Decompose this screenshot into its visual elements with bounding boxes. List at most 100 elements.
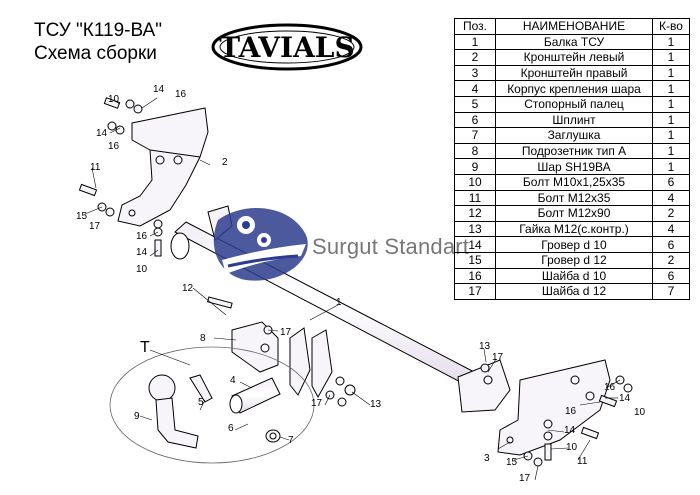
- callout-3: 3: [484, 453, 490, 464]
- callout-12: 12: [182, 283, 194, 294]
- cell-qty: 6: [652, 267, 690, 285]
- surgut-standart-watermark-logo: [213, 208, 308, 281]
- cell-qty: 1: [652, 95, 690, 113]
- callout-15: 15: [506, 457, 518, 468]
- cell-name: Болт М12х90: [495, 205, 653, 222]
- callout-10: 10: [566, 442, 578, 453]
- cell-pos: 1: [454, 33, 496, 51]
- cell-name: Гайка М12(с.контр.): [495, 220, 653, 238]
- cell-pos: 7: [454, 127, 496, 144]
- cell-qty: 2: [652, 251, 690, 269]
- cell-qty: 6: [652, 173, 690, 191]
- cell-pos: 10: [454, 173, 496, 191]
- cell-pos: 17: [454, 283, 496, 300]
- cell-pos: 6: [454, 111, 496, 129]
- callout-11: 11: [577, 456, 588, 467]
- tavials-logo: TAVIALS: [211, 23, 363, 71]
- callout-8: 8: [200, 333, 206, 344]
- cell-qty: 1: [652, 127, 690, 144]
- cell-pos: 15: [454, 251, 496, 269]
- callout-14: 14: [153, 84, 165, 95]
- callout-14: 14: [564, 425, 576, 436]
- watermark-text: Surgut Standart: [312, 234, 470, 259]
- callout-7: 7: [288, 435, 294, 446]
- cell-qty: 1: [652, 158, 690, 175]
- callout-10: 10: [634, 407, 646, 418]
- callout-9: 9: [134, 411, 140, 422]
- cell-qty: 1: [652, 64, 690, 82]
- cell-qty: 4: [652, 189, 690, 207]
- callout-T: T: [140, 339, 150, 356]
- cell-pos: 4: [454, 80, 496, 97]
- cell-qty: 1: [652, 142, 690, 160]
- col-header-qty: К-во: [652, 18, 690, 35]
- cell-name: Болт М12х35: [495, 189, 653, 207]
- callout-14: 14: [619, 393, 631, 404]
- col-header-name: НАИМЕНОВАНИЕ: [495, 18, 653, 35]
- callout-17: 17: [519, 473, 531, 484]
- cell-name: Шайба d 12: [495, 283, 653, 300]
- callout-13: 13: [479, 341, 491, 352]
- socket-plate: [231, 321, 279, 373]
- callout-16: 16: [565, 406, 577, 417]
- callout-6: 6: [228, 423, 234, 434]
- cell-name: Балка ТСУ: [495, 33, 653, 51]
- cell-pos: 14: [454, 236, 496, 253]
- logo-text: TAVIALS: [219, 31, 354, 64]
- cell-name: Кронштейн правый: [495, 64, 653, 82]
- cell-name: Шайба d 10: [495, 267, 653, 285]
- cell-pos: 13: [454, 220, 496, 238]
- fasteners: [78, 97, 633, 467]
- cell-pos: 9: [454, 158, 496, 175]
- cell-name: Стопорный палец: [495, 95, 653, 113]
- callout-15: 15: [76, 211, 88, 222]
- cell-pos: 12: [454, 205, 496, 222]
- right-bracket: [497, 359, 611, 456]
- tow-ball: [148, 374, 199, 449]
- cell-name: Подрозетник тип А: [495, 142, 653, 160]
- callout-16: 16: [175, 89, 187, 100]
- callout-16: 16: [136, 231, 148, 242]
- callout-1: 1: [336, 297, 342, 308]
- callout-2: 2: [222, 157, 228, 168]
- callout-17: 17: [311, 398, 323, 409]
- callout-17: 17: [89, 221, 101, 232]
- cell-qty: 4: [652, 220, 690, 238]
- cell-name: Корпус крепления шара: [495, 80, 653, 97]
- cap: [265, 429, 281, 443]
- page-title: ТСУ "К119-ВА": [34, 20, 162, 41]
- cell-name: Болт М10х1,25х35: [495, 173, 653, 191]
- callout-16: 16: [108, 141, 120, 152]
- page-subtitle: Схема сборки: [34, 43, 157, 64]
- cell-qty: 1: [652, 49, 690, 66]
- callout-16: 16: [604, 382, 616, 393]
- callout-10: 10: [108, 94, 120, 105]
- cell-pos: 16: [454, 267, 496, 285]
- cell-qty: 1: [652, 80, 690, 97]
- cell-pos: 2: [454, 49, 496, 66]
- cell-pos: 5: [454, 95, 496, 113]
- ball-assembly-outline: [109, 346, 315, 464]
- cell-name: Шар SH19ВА: [495, 158, 653, 175]
- cell-name: Гровер d 12: [495, 251, 653, 269]
- callout-17: 17: [280, 327, 292, 338]
- callout-10: 10: [136, 264, 148, 275]
- cell-qty: 2: [652, 205, 690, 222]
- callout-4: 4: [230, 375, 236, 386]
